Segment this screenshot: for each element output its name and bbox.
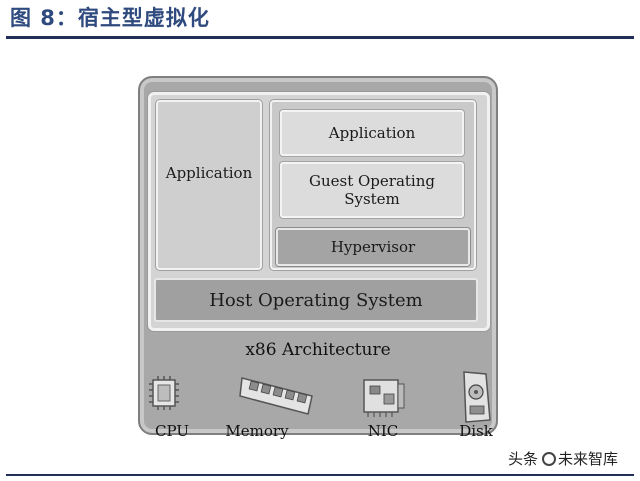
title-divider [6,36,634,39]
watermark: 头条 未来智库 [508,448,618,469]
architecture-label: x86 Architecture [245,340,391,360]
hypervisor-box: Hypervisor [276,228,470,266]
disk-label: Disk [459,422,493,440]
figure-title: 图 8：宿主型虚拟化 [10,6,210,30]
memory-label: Memory [225,422,289,440]
bottom-divider [6,474,634,476]
memory-module-icon [239,377,313,415]
disk-drive-icon [463,371,491,423]
watermark-name: 未来智库 [558,450,619,468]
at-icon [542,451,557,466]
nic-label: NIC [367,422,399,440]
cpu-label: CPU [155,422,189,440]
watermark-prefix: 头条 [508,450,539,468]
cpu-chip-icon [149,376,179,410]
guest-os-box: Guest Operating System [280,162,464,218]
host-os-box: Host Operating System [154,278,478,322]
host-application-box: Application [156,100,262,270]
guest-application-box: Application [280,110,464,156]
network-card-icon [363,379,405,417]
